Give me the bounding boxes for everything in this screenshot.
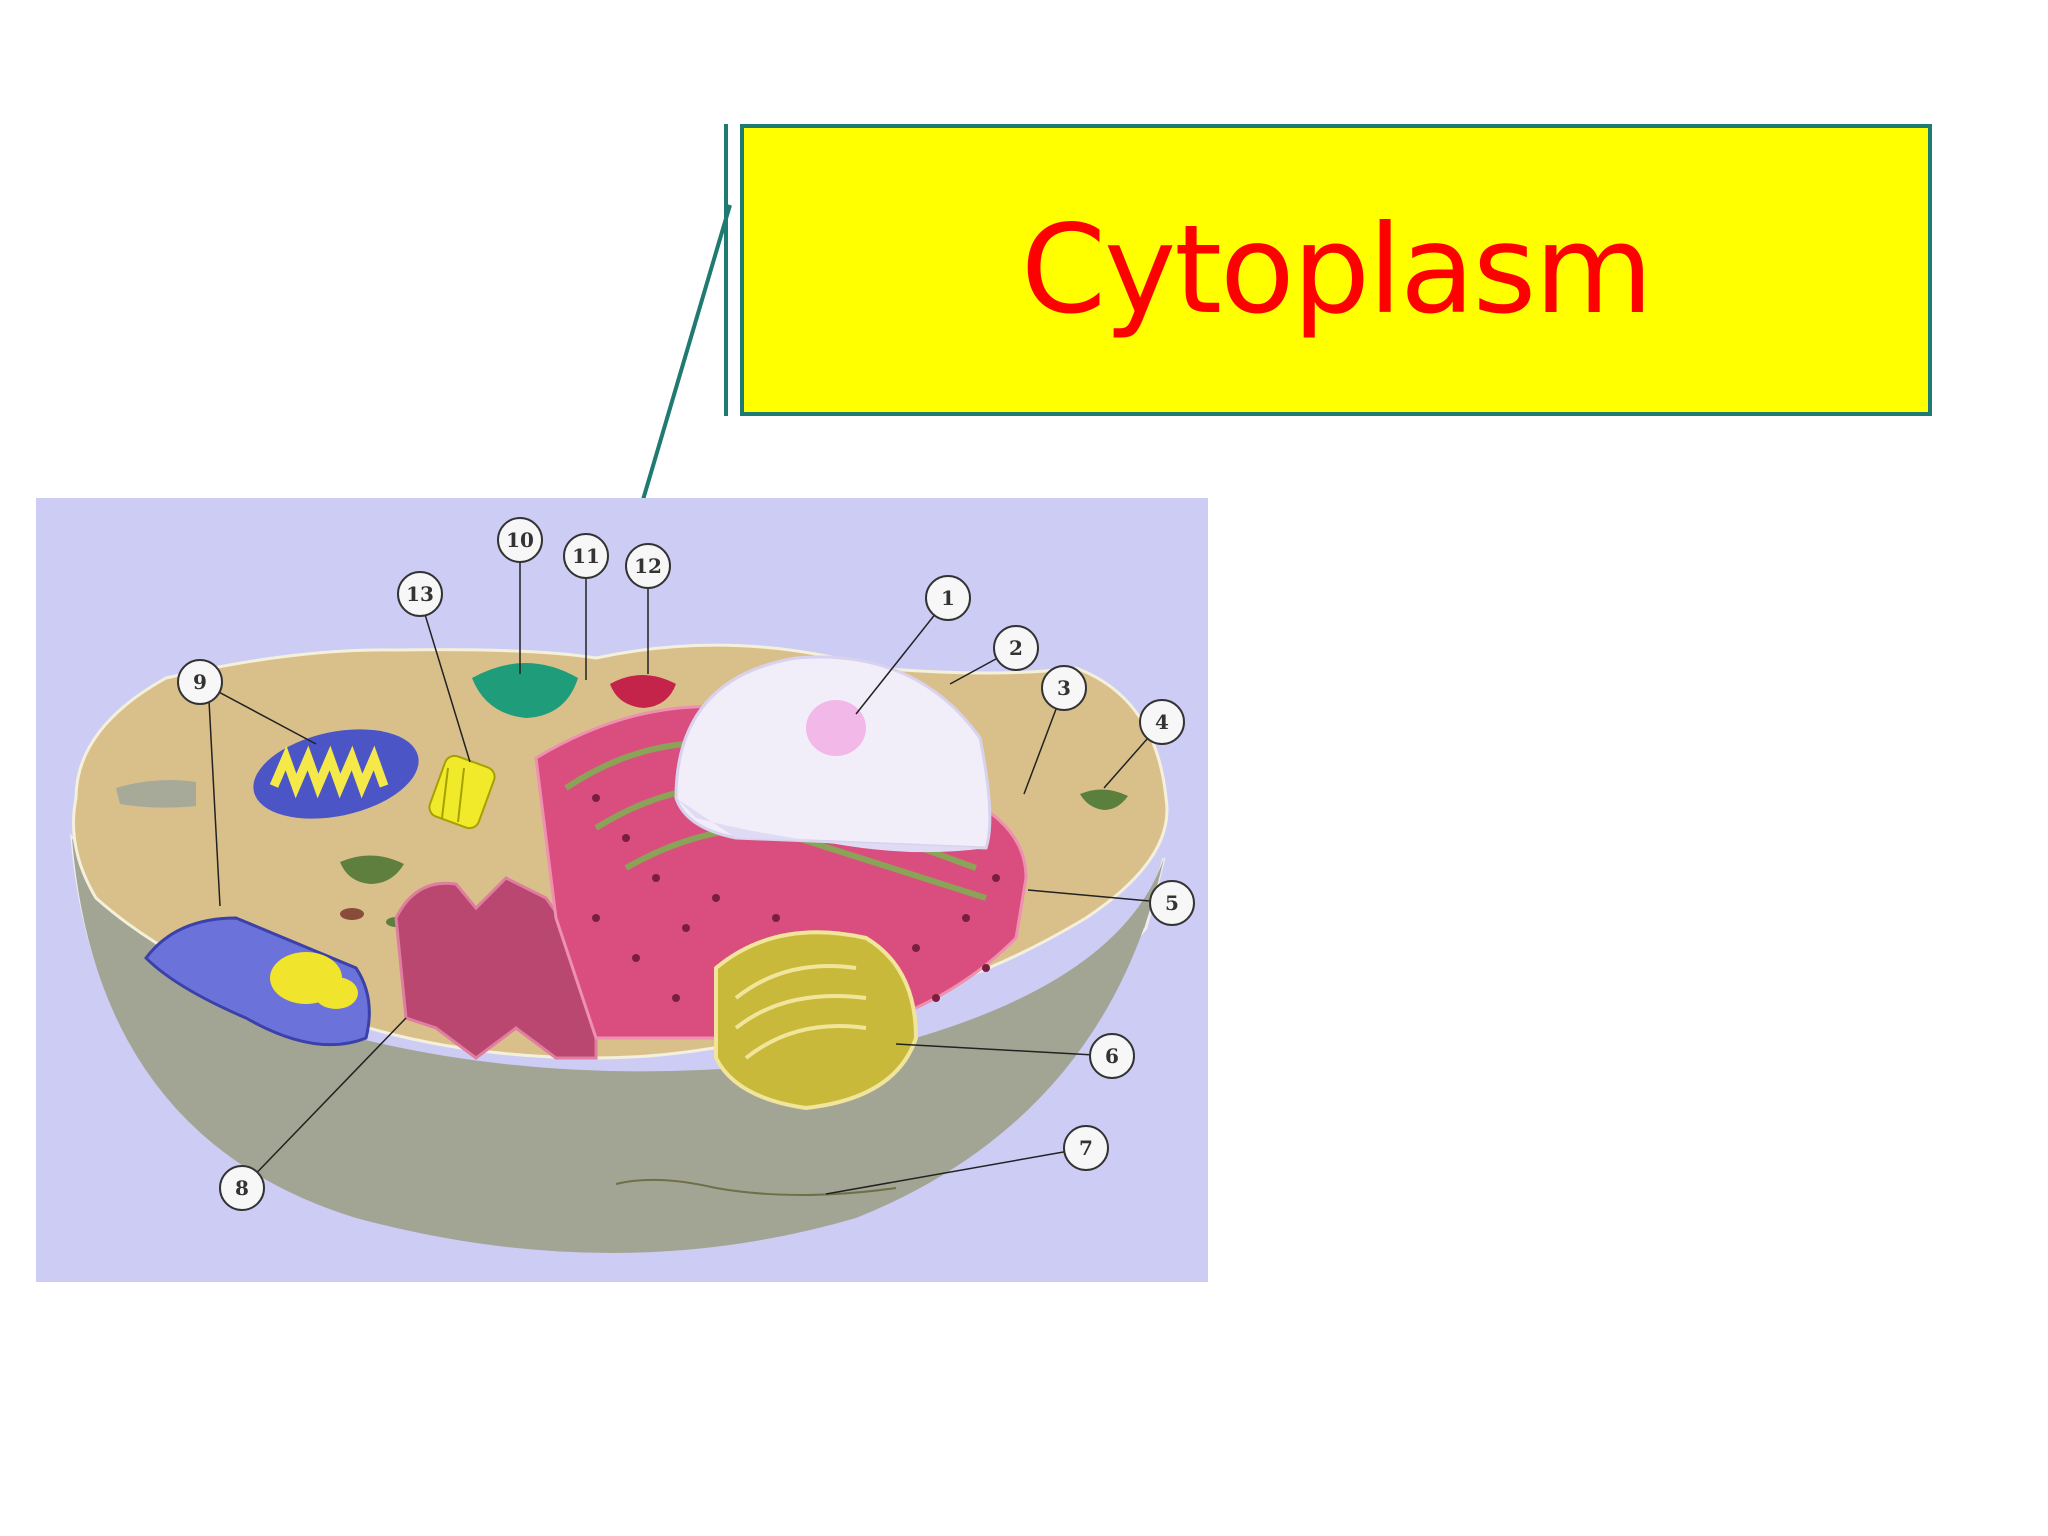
cell-base-lower [72,838,1164,1253]
lysosome-red [610,675,676,708]
label-circles: 1 2 3 4 5 6 7 8 9 10 11 12 13 [177,517,1195,1211]
svg-text:2: 2 [1009,636,1023,660]
label-13: 13 [397,571,443,617]
peroxisome [1080,789,1128,810]
mitochondrion-bottom [144,916,371,1047]
leader-lines [199,546,1173,1195]
smooth-er [394,876,598,1060]
label-9: 9 [177,659,223,705]
label-7: 7 [1063,1125,1109,1171]
svg-text:5: 5 [1165,891,1179,915]
vesicle-1 [340,908,364,920]
label-8: 8 [219,1165,265,1211]
svg-text:7: 7 [1079,1136,1093,1160]
ribosome-small [340,855,404,884]
svg-text:9: 9 [193,670,207,694]
nucleus [674,655,992,853]
label-3: 3 [1041,665,1087,711]
label-11: 11 [563,533,609,579]
vacuole [116,780,196,808]
label-4: 4 [1139,699,1185,745]
label-10: 10 [497,517,543,563]
microfilament [615,1178,897,1196]
svg-text:3: 3 [1057,676,1071,700]
centriole [428,754,496,830]
callout-title: Cytoplasm [1020,199,1653,341]
label-12: 12 [625,543,671,589]
svg-text:11: 11 [572,544,600,568]
golgi-apparatus [714,930,919,1111]
nucleolus [806,700,866,756]
mitochondrion-top [253,729,419,819]
label-1: 1 [925,575,971,621]
svg-text:10: 10 [506,528,534,552]
label-6: 6 [1089,1033,1135,1079]
svg-text:6: 6 [1105,1044,1119,1068]
label-2: 2 [993,625,1039,671]
svg-text:8: 8 [235,1176,249,1200]
svg-text:4: 4 [1155,710,1169,734]
svg-text:12: 12 [634,554,662,578]
label-5: 5 [1149,880,1195,926]
animal-cell-diagram: 1 2 3 4 5 6 7 8 9 10 11 12 13 [36,498,1208,1282]
svg-text:1: 1 [941,586,955,610]
callout-box: Cytoplasm [740,124,1932,416]
lysosome-green [472,663,578,718]
svg-text:13: 13 [406,582,434,606]
